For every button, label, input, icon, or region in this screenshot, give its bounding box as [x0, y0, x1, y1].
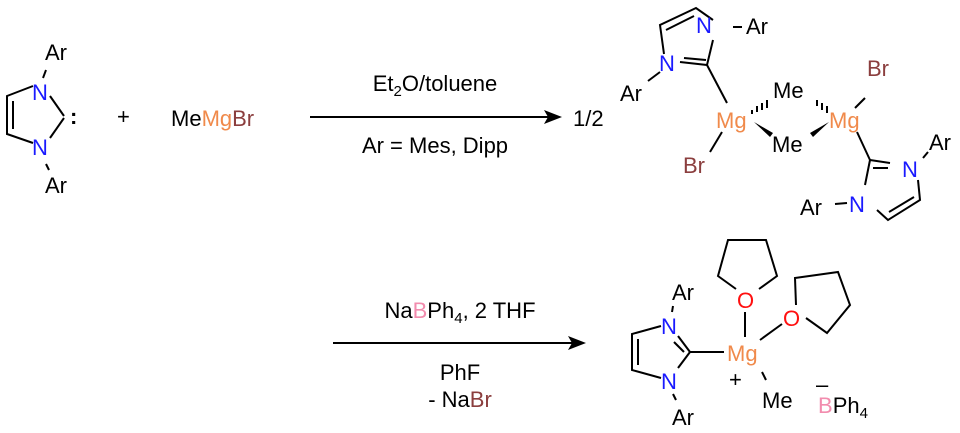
cation-charge: +	[729, 367, 742, 392]
atom-n: N	[661, 314, 677, 339]
aryl-label: Ar	[929, 130, 951, 155]
atom-o: O	[737, 288, 754, 313]
nhc-carbene: N N Ar Ar :	[6, 40, 77, 198]
aryl-label: Ar	[672, 405, 694, 430]
atom-n: N	[661, 369, 677, 394]
atom-br: Br	[867, 56, 889, 81]
lone-pair: :	[70, 104, 77, 129]
atom-n: N	[849, 192, 865, 217]
mg-cation-product: N N Ar Ar Mg O O + Me – BPh4	[631, 239, 868, 430]
condition-aryl-def: Ar = Mes, Dipp	[362, 133, 508, 158]
aryl-label: Ar	[45, 173, 67, 198]
bridging-methyl: Me	[773, 78, 804, 103]
aryl-label: Ar	[800, 195, 822, 220]
atom-n: N	[659, 51, 675, 76]
atom-o: O	[783, 306, 800, 331]
aryl-label: Ar	[45, 40, 67, 65]
reaction-arrow-2	[333, 336, 586, 350]
atom-n: N	[32, 80, 48, 105]
atom-br: Br	[683, 153, 705, 178]
atom-mg: Mg	[727, 341, 758, 366]
reagent-memgbr: MeMgBr	[171, 106, 254, 131]
methyl-group: Me	[762, 388, 793, 413]
atom-mg: Mg	[716, 108, 747, 133]
tetraphenylborate-anion: BPh4	[818, 393, 868, 422]
bridging-methyl: Me	[772, 132, 803, 157]
aryl-label: Ar	[620, 81, 642, 106]
reaction-arrow-1	[310, 110, 562, 124]
anion-charge: –	[816, 372, 829, 397]
aryl-label: Ar	[672, 280, 694, 305]
mg-dimer-product: N N Ar Ar Mg Br Me Me Mg Br N N Ar Ar	[620, 6, 951, 222]
atom-mg: Mg	[829, 108, 860, 133]
condition-solvent: PhF	[440, 360, 480, 385]
condition-reagent: NaBPh4, 2 THF	[384, 298, 535, 327]
plus-sign: +	[117, 104, 130, 129]
atom-n: N	[32, 135, 48, 160]
atom-n: N	[696, 13, 712, 38]
condition-byproduct: - NaBr	[428, 387, 492, 412]
stoichiometric-coefficient: 1/2	[573, 106, 604, 131]
aryl-label: Ar	[746, 14, 768, 39]
condition-solvent: Et2O/toluene	[373, 71, 498, 100]
atom-n: N	[902, 157, 918, 182]
